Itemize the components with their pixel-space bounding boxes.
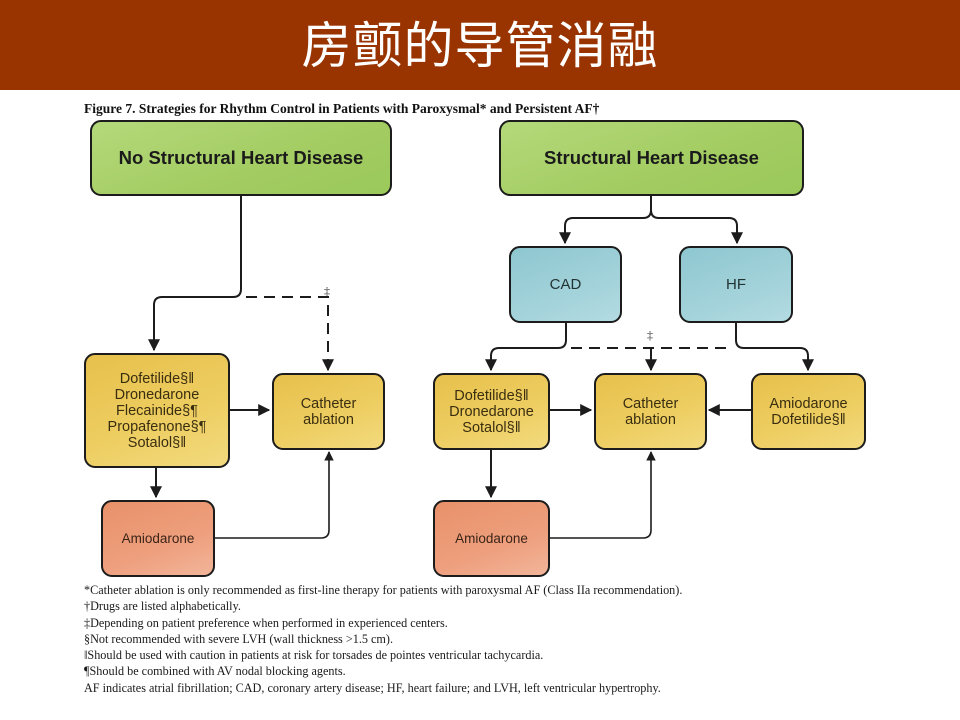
drug-item: Flecainide§¶ bbox=[116, 402, 198, 419]
drug-item: Sotalol§‖ bbox=[127, 434, 187, 451]
drug-item: Amiodarone bbox=[769, 395, 848, 412]
footnote: *Catheter ablation is only recommended a… bbox=[84, 583, 683, 597]
edge-noshd-to-left-ablation bbox=[246, 296, 334, 372]
edge-right-amiodarone-to-right-ablation bbox=[549, 451, 656, 539]
node-label-line: Catheter bbox=[622, 395, 679, 412]
node-right-catheter-ablation: Catheter ablation bbox=[594, 373, 707, 450]
footnote: ‖Should be used with caution in patients… bbox=[84, 648, 544, 663]
node-label: Catheter ablation bbox=[623, 396, 679, 428]
slide-header: 房颤的导管消融 bbox=[0, 0, 960, 90]
edge-hf-to-hf-drugs bbox=[735, 322, 814, 372]
edge-left-amiodarone-to-left-ablation bbox=[214, 451, 334, 539]
edge-cad-to-cad-drugs bbox=[485, 322, 567, 372]
drug-item: Sotalol§‖ bbox=[462, 419, 521, 436]
edge-shd-to-cad-hf bbox=[559, 196, 652, 245]
figure-caption: Figure 7. Strategies for Rhythm Control … bbox=[84, 101, 600, 116]
node-label-line: Catheter bbox=[300, 395, 357, 412]
drug-item: Dofetilide§‖ bbox=[771, 411, 846, 428]
dagger-mark-right: ‡ bbox=[647, 328, 653, 342]
footnote: ¶Should be combined with AV nodal blocki… bbox=[84, 664, 346, 679]
drug-list: Dofetilide§‖ Dronedarone Sotalol§‖ bbox=[449, 388, 534, 436]
drug-item: Dofetilide§‖ bbox=[119, 370, 195, 387]
footnote: †Drugs are listed alphabetically. bbox=[84, 599, 241, 614]
node-cad: CAD bbox=[509, 246, 622, 323]
drug-item: Dronedarone bbox=[449, 403, 534, 420]
node-label: HF bbox=[726, 276, 746, 293]
node-hf: HF bbox=[679, 246, 793, 323]
drug-item: Propafenone§¶ bbox=[107, 418, 207, 435]
node-no-structural-heart-disease: No Structural Heart Disease bbox=[90, 120, 392, 196]
node-label: CAD bbox=[549, 276, 582, 293]
node-label: Structural Heart Disease bbox=[544, 147, 759, 168]
figure-footnotes: *Catheter ablation is only recommended a… bbox=[84, 582, 682, 696]
node-structural-heart-disease: Structural Heart Disease bbox=[499, 120, 804, 196]
footnote: §Not recommended with severe LVH (wall t… bbox=[84, 631, 394, 646]
node-label: Amiodarone bbox=[121, 531, 195, 546]
node-label-line: ablation bbox=[625, 411, 676, 428]
footnote: AF indicates atrial fibrillation; CAD, c… bbox=[84, 680, 661, 695]
node-hf-drugs: Amiodarone Dofetilide§‖ bbox=[751, 373, 866, 450]
node-label: Amiodarone bbox=[455, 531, 528, 546]
edge-noshd-to-left-drugs bbox=[148, 196, 242, 352]
node-right-amiodarone: Amiodarone bbox=[433, 500, 550, 577]
node-left-amiodarone: Amiodarone bbox=[101, 500, 215, 577]
node-cad-drugs: Dofetilide§‖ Dronedarone Sotalol§‖ bbox=[433, 373, 550, 450]
node-left-catheter-ablation: Catheter ablation bbox=[272, 373, 385, 450]
node-label: Catheter ablation bbox=[301, 396, 357, 428]
drug-item: Dofetilide§‖ bbox=[454, 387, 529, 404]
slide-title: 房颤的导管消融 bbox=[301, 17, 659, 75]
node-label: No Structural Heart Disease bbox=[118, 147, 364, 168]
node-label-line: ablation bbox=[303, 411, 354, 428]
drug-item: Dronedarone bbox=[114, 386, 200, 403]
footnote: ‡Depending on patient preference when pe… bbox=[84, 615, 448, 630]
dagger-mark-left: ‡ bbox=[324, 284, 330, 298]
drug-list: Amiodarone Dofetilide§‖ bbox=[769, 396, 847, 428]
node-left-drugs: Dofetilide§‖ Dronedarone Flecainide§¶ Pr… bbox=[84, 353, 230, 468]
drug-list: Dofetilide§‖ Dronedarone Flecainide§¶ Pr… bbox=[108, 371, 207, 451]
